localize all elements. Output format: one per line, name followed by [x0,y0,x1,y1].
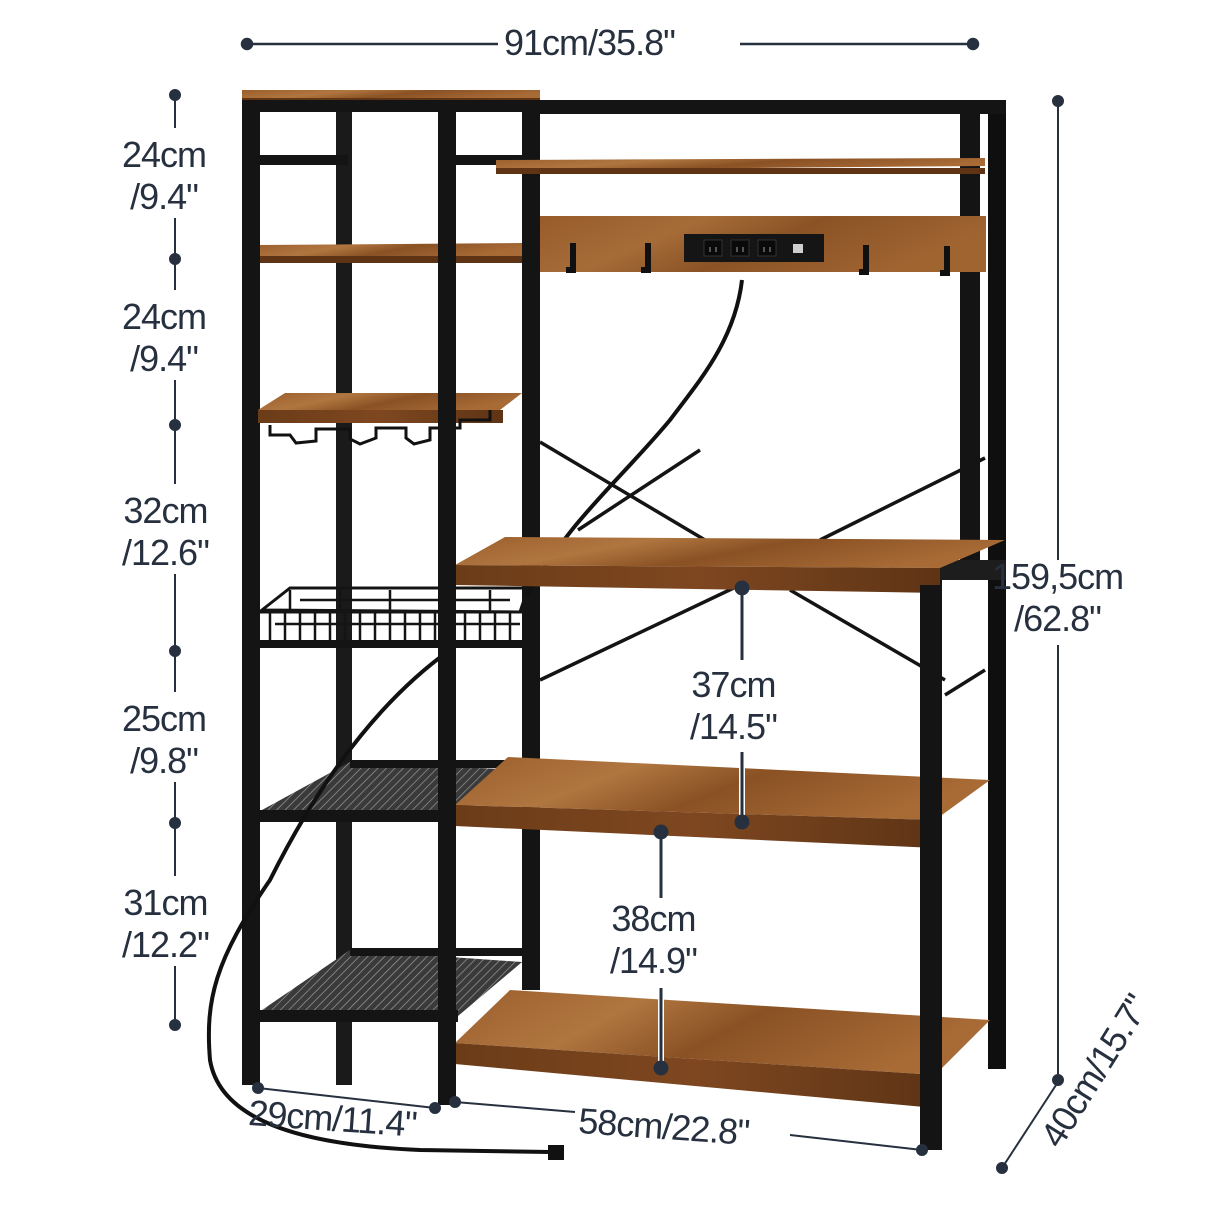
left-tower [242,90,540,1105]
usb-port-icon [793,244,803,253]
overall-height-dimension-line [996,95,1064,1174]
width-dimension-line [240,37,980,51]
outlet-icon [709,247,771,252]
spacing-inch: /12.2" [122,924,210,965]
gap-cm: 37cm [691,664,776,705]
spacing-cm: 24cm [122,296,207,337]
spacing-cm: 31cm [123,882,208,923]
upper-shelf-gap-label: 37cm /14.5" [690,664,778,748]
spacing-inch: /12.6" [122,532,210,573]
base-width-dimension-lines [252,1082,928,1156]
hooks [566,243,950,276]
left-spacing-label-5: 31cm /12.2" [118,882,213,966]
left-height-dimension-line [169,89,181,1031]
left-spacing-label-1: 24cm /9.4" [118,134,211,218]
spacing-cm: 24cm [122,134,207,175]
spacing-inch: /9.8" [130,740,199,781]
left-spacing-label-3: 32cm /12.6" [118,490,213,574]
gap-inch: /14.9" [610,940,698,981]
power-strip [684,234,824,262]
right-section [206,100,1006,1160]
spacing-cm: 25cm [122,698,207,739]
height-inch: /62.8" [1014,598,1102,639]
wire-basket [254,586,531,648]
lower-shelf-gap-label: 38cm /14.9" [610,898,698,982]
mesh-shelf-lower [258,948,522,1022]
height-cm: 159,5cm [992,556,1124,597]
shelf-gap-dimension-lines [653,580,750,1076]
gap-cm: 38cm [611,898,696,939]
spacing-inch: /9.4" [130,338,199,379]
spacing-cm: 32cm [123,490,208,531]
left-spacing-label-2: 24cm /9.4" [118,296,211,380]
gap-inch: /14.5" [690,706,778,747]
cross-braces [539,440,986,697]
left-spacing-label-4: 25cm /9.8" [118,698,211,782]
overall-width-label: 91cm/35.8" [500,22,679,64]
power-plug [548,1145,564,1160]
overall-height-label: 159,5cm /62.8" [992,556,1124,640]
spacing-inch: /9.4" [130,176,199,217]
